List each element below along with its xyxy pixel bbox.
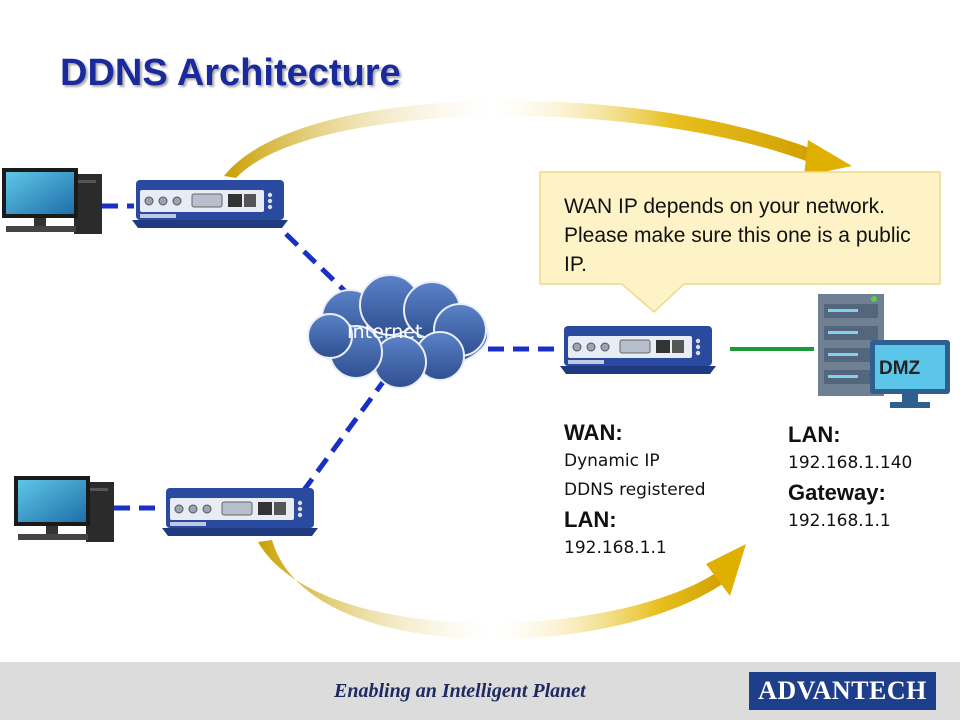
internet-cloud [307, 274, 489, 389]
pc-2 [14, 476, 114, 542]
link-internet-router3 [301, 376, 389, 492]
server-lan-ip: 192.168.1.140 [788, 453, 913, 473]
router-lan-ip: 192.168.1.1 [564, 538, 667, 558]
top-arrow-head [804, 140, 852, 176]
router-1 [131, 179, 289, 229]
gateway-ip: 192.168.1.1 [788, 511, 891, 531]
callout-bubble [539, 171, 941, 314]
wan-heading: WAN: [564, 420, 623, 445]
page-title: DDNS Architecture [60, 52, 401, 94]
pc-1 [2, 168, 102, 234]
server-lan-heading: LAN: [788, 422, 841, 447]
internet-label: Internet [347, 321, 423, 343]
link-router1-internet [284, 232, 352, 298]
router-lan-heading: LAN: [564, 507, 617, 532]
router-3 [161, 487, 319, 537]
callout-text: WAN IP depends on your network. Please m… [564, 195, 911, 276]
top-gold-arrow [224, 100, 820, 178]
gateway-heading: Gateway: [788, 480, 886, 505]
monitor-icon [870, 340, 950, 408]
wan-ddns-registered: DDNS registered [564, 480, 706, 500]
bottom-gold-arrow [258, 540, 728, 640]
server-info-block: LAN: 192.168.1.140 Gateway: 192.168.1.1 [788, 420, 912, 536]
dmz-label: DMZ [879, 358, 921, 379]
footer-tagline: Enabling an Intelligent Planet [334, 680, 586, 702]
bottom-arrow-head [706, 544, 746, 596]
router-info-block: WAN: Dynamic IP DDNS registered LAN: 192… [564, 418, 706, 563]
advantech-logo: ADVANTECH [749, 672, 936, 710]
router-2 [559, 325, 717, 375]
wan-dynamic-ip: Dynamic IP [564, 451, 660, 471]
